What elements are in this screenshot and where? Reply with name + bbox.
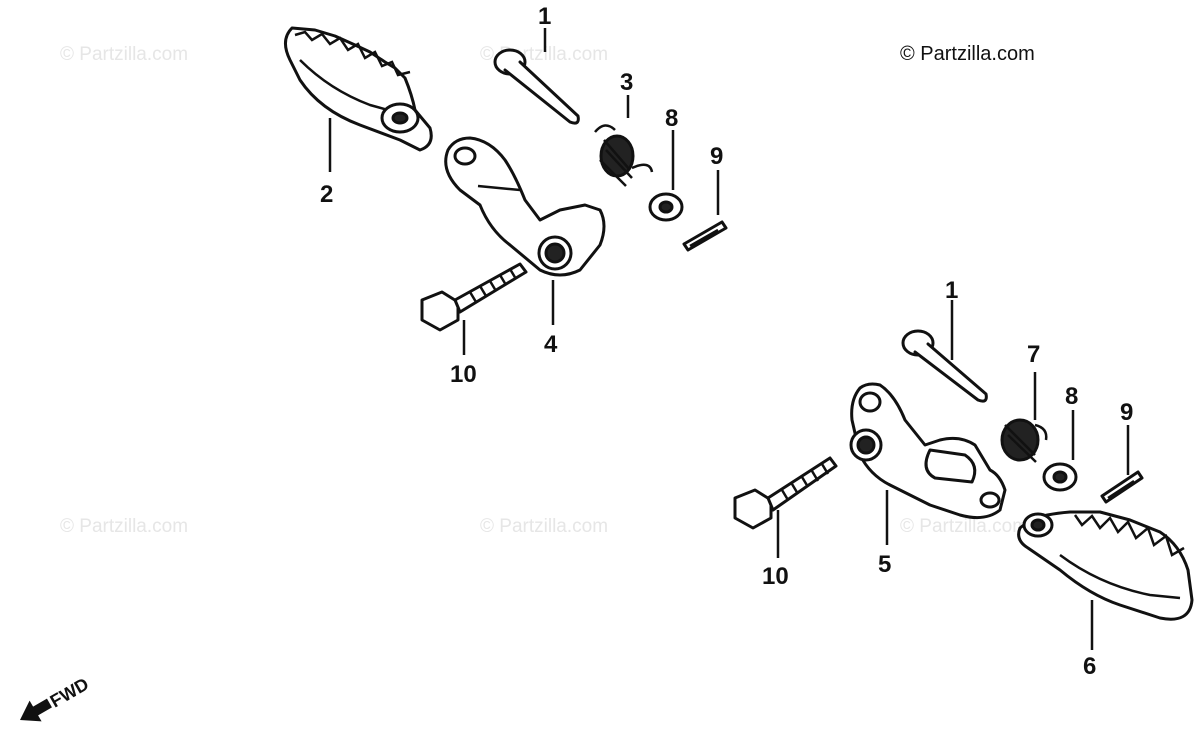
callout-lower-1: 1 [945,277,958,304]
lower-assembly: 1 7 8 9 5 10 6 [733,277,1194,680]
callout-lower-9: 9 [1120,399,1133,426]
spring-lower-part [1000,418,1048,463]
callout-lower-7: 7 [1027,341,1040,368]
washer-upper-part [648,192,684,222]
footpeg-left-part [284,26,433,152]
upper-assembly: 1 3 8 9 2 4 10 [284,3,728,388]
callout-upper-4: 4 [544,331,558,358]
callout-upper-9: 9 [710,143,723,170]
footpeg-right-part [1017,510,1194,621]
callout-upper-10: 10 [450,361,477,388]
bracket-upper-part [444,136,606,277]
callout-upper-8: 8 [665,105,678,132]
copyright-label: © Partzilla.com [900,43,1035,65]
callout-lower-6: 6 [1083,653,1096,680]
callout-lower-10: 10 [762,563,789,590]
watermark-mid-left: © Partzilla.com [60,516,188,537]
callout-upper-3: 3 [620,69,633,96]
callout-upper-1: 1 [538,3,551,30]
washer-lower-part [1042,462,1078,492]
spring-part [594,124,654,187]
bolt-lower-part [733,456,838,530]
cotter-pin-upper-part [682,220,728,252]
callout-lower-5: 5 [878,551,891,578]
pin-upper-part [493,48,580,125]
watermark-top-left: © Partzilla.com [60,44,188,65]
fwd-label: FWD [47,674,92,712]
watermark-mid-right: © Partzilla.com [900,516,1028,537]
fwd-arrow-icon [20,698,52,722]
bracket-lower-part [849,382,1007,520]
callout-upper-2: 2 [320,181,333,208]
pin-lower-part [901,329,988,403]
watermark-mid-center: © Partzilla.com [480,516,608,537]
callout-lower-8: 8 [1065,383,1078,410]
bolt-upper-part [420,262,528,332]
cotter-pin-lower-part [1100,470,1144,504]
fwd-indicator: FWD [20,674,92,722]
